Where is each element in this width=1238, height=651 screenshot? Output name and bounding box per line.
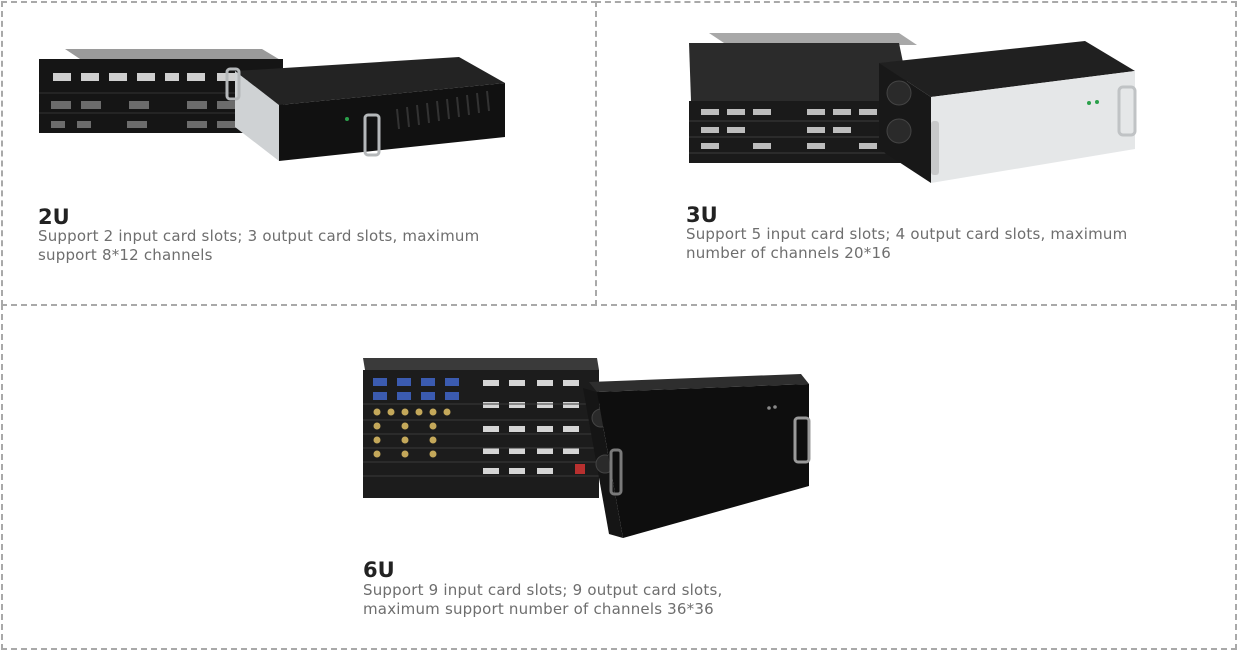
chassis-6u-image bbox=[363, 358, 811, 538]
product-description-2u: Support 2 input card slots; 3 output car… bbox=[38, 227, 480, 264]
product-title-2u: 2U bbox=[38, 205, 70, 229]
product-description-3u: Support 5 input card slots; 4 output car… bbox=[686, 225, 1128, 262]
product-card-2u: 2U Support 2 input card slots; 3 output … bbox=[1, 1, 597, 306]
product-card-6u: 6U Support 9 input card slots; 9 output … bbox=[1, 304, 1237, 650]
product-title-6u: 6U bbox=[363, 558, 395, 582]
chassis-3u-image bbox=[689, 33, 1137, 183]
product-description-6u: Support 9 input card slots; 9 output car… bbox=[363, 581, 723, 618]
chassis-2u-image bbox=[39, 49, 505, 161]
product-title-3u: 3U bbox=[686, 203, 718, 227]
product-card-3u: 3U Support 5 input card slots; 4 output … bbox=[595, 1, 1237, 306]
